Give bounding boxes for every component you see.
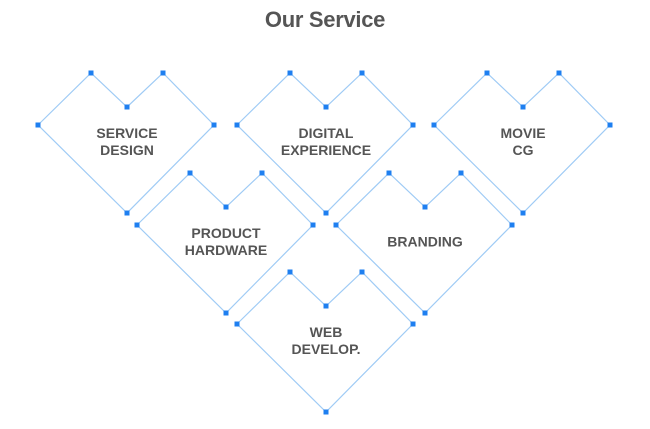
anchor-node [323,303,329,309]
anchor-node [520,210,526,216]
page-title: Our Service [264,7,386,32]
anchor-node [88,70,94,76]
anchor-node [259,170,265,176]
anchor-node [310,222,316,228]
anchor-node [520,104,526,110]
anchor-node [509,222,515,228]
service-label-line: DEVELOP. [291,341,361,357]
service-label-line: SERVICE [96,125,158,141]
anchor-node [323,409,329,415]
service-label-branding[interactable]: BRANDING [350,234,500,251]
service-label-line: WEB [309,324,343,340]
anchor-node [234,321,240,327]
anchor-node [484,70,490,76]
anchor-node [234,122,240,128]
anchor-node [124,104,130,110]
anchor-node [359,70,365,76]
service-label-line: CG [512,142,534,158]
anchor-node [134,222,140,228]
anchor-node [187,170,193,176]
anchor-node [223,310,229,316]
service-label-line: DIGITAL [298,125,354,141]
anchor-node [410,321,416,327]
anchor-node [333,222,339,228]
service-label-line: PRODUCT [191,225,261,241]
anchor-node [422,310,428,316]
anchor-node [124,210,130,216]
anchor-node [211,122,217,128]
anchor-node [35,122,41,128]
anchor-node [323,104,329,110]
anchor-node [287,269,293,275]
anchor-node [410,122,416,128]
anchor-node [422,204,428,210]
anchor-node [386,170,392,176]
service-label-line: HARDWARE [184,242,268,258]
heart-branding[interactable] [333,170,515,316]
anchor-node [223,204,229,210]
anchor-node [323,210,329,216]
anchor-node [431,122,437,128]
anchor-node [359,269,365,275]
heart-movie-cg[interactable] [431,70,613,216]
service-label-line: EXPERIENCE [280,142,372,158]
anchor-node [556,70,562,76]
anchor-node [458,170,464,176]
service-label-line: DESIGN [100,142,154,158]
heart-product-hardware[interactable] [134,170,316,316]
heart-web-develop[interactable] [234,269,416,415]
heart-digital-experience[interactable] [234,70,416,216]
anchor-node [160,70,166,76]
service-label-line: MOVIE [500,125,546,141]
heart-service-design[interactable] [35,70,217,216]
anchor-node [607,122,613,128]
anchor-node [287,70,293,76]
service-label-line: BRANDING [387,233,463,250]
